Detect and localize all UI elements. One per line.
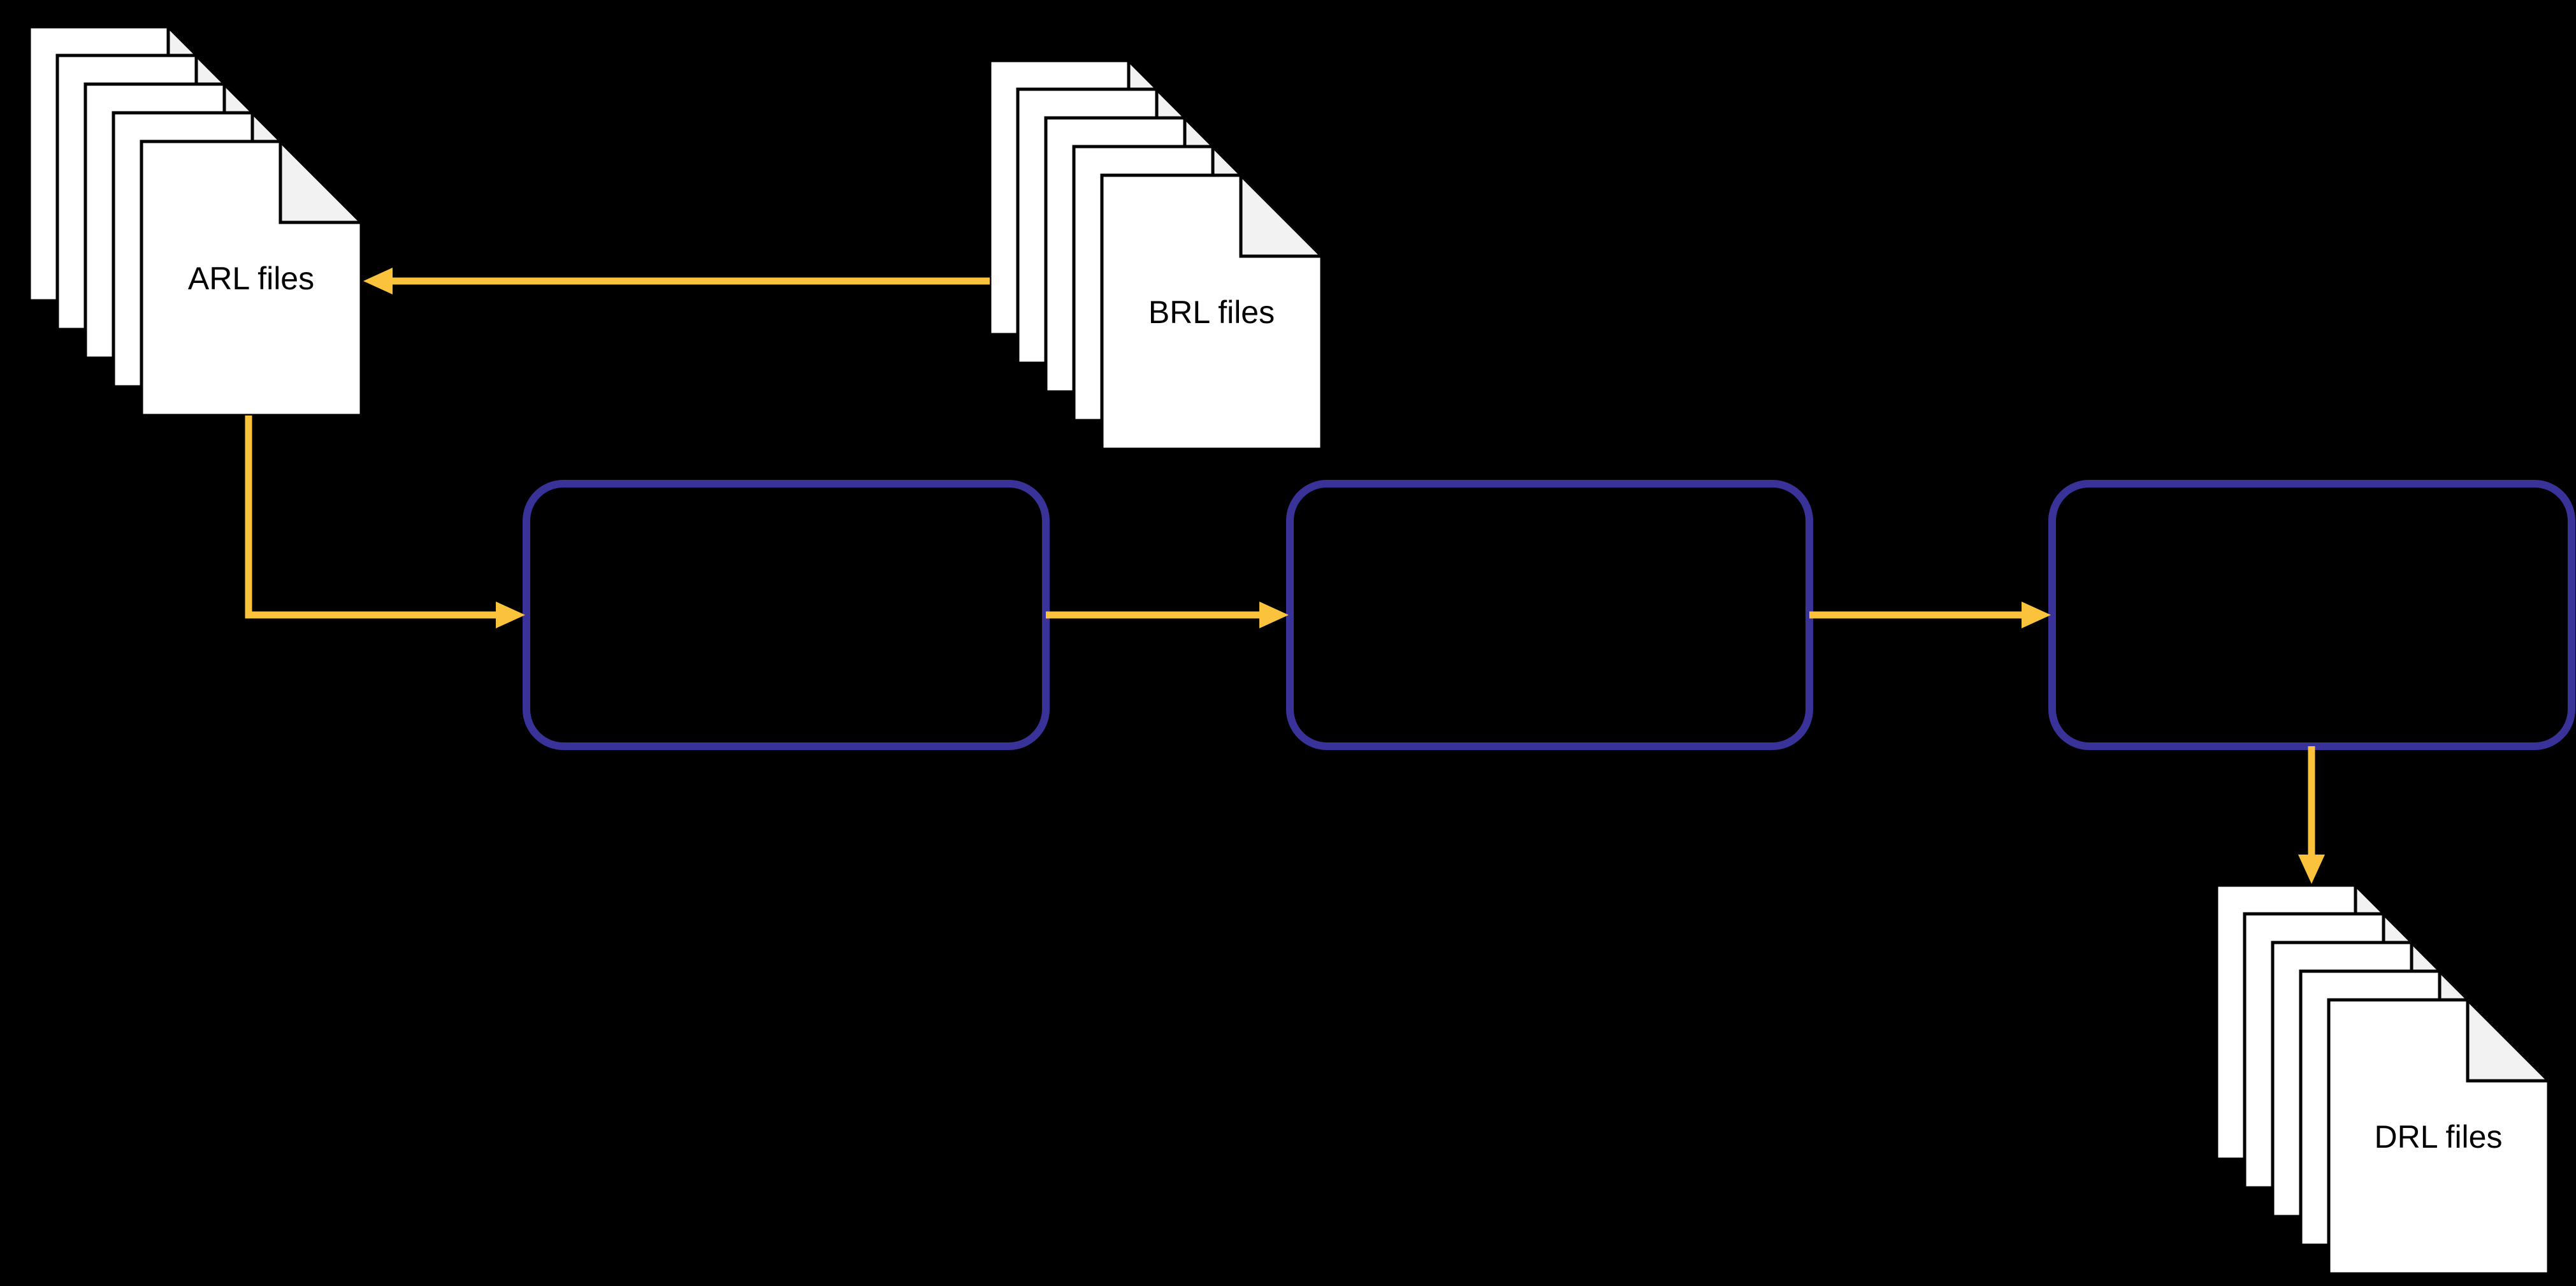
arrow-box1-to-box2	[1046, 602, 1289, 628]
arrow-brl-to-arl	[363, 268, 990, 294]
drl-files-label: DRL files	[2375, 1119, 2503, 1155]
arrow-arl-to-box1	[245, 415, 525, 628]
process-boxes	[523, 480, 2575, 750]
arrow-head-icon	[496, 602, 525, 628]
process-box-1	[523, 480, 1050, 750]
arl-files-stack-icon	[29, 27, 361, 415]
arrow-head-icon	[2298, 855, 2325, 884]
drl-files-stack-icon	[2217, 885, 2549, 1274]
arrow-head-icon	[2022, 602, 2051, 628]
arl-files-stack: ARL files	[29, 27, 361, 415]
arrow-box3-to-drl	[2298, 746, 2325, 884]
brl-files-label: BRL files	[1148, 294, 1275, 330]
process-box-2	[1286, 480, 1813, 750]
brl-files-stack-icon	[990, 61, 1322, 449]
arl-files-label: ARL files	[188, 261, 314, 296]
process-box-3	[2048, 480, 2575, 750]
drl-files-stack: DRL files	[2217, 885, 2549, 1274]
arrow-head-icon	[363, 268, 393, 294]
arrow-box2-to-box3	[1809, 602, 2051, 628]
arrow-head-icon	[1259, 602, 1289, 628]
arrow-shaft	[245, 415, 497, 619]
brl-files-stack: BRL files	[990, 61, 1322, 449]
